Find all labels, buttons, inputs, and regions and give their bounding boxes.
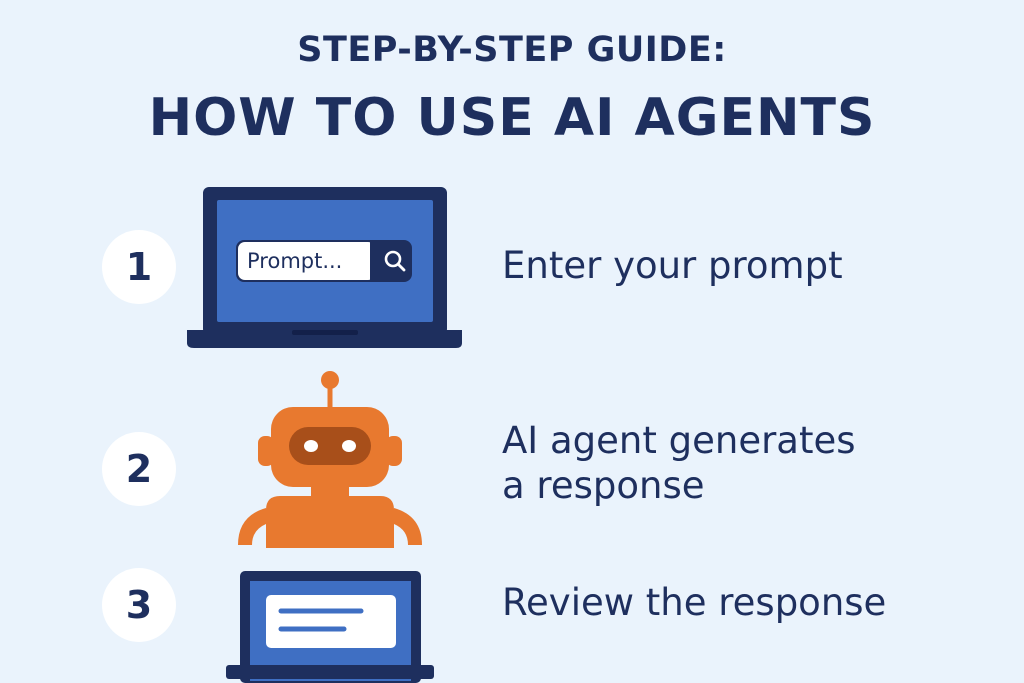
step-3-text: Review the response — [502, 581, 887, 624]
step-1-text: Enter your prompt — [502, 244, 843, 287]
step-1-number: 1 — [102, 230, 176, 304]
title-line-1: STEP-BY-STEP GUIDE: — [297, 30, 727, 70]
step-2-number: 2 — [102, 432, 176, 506]
step-2-text-line-2: a response — [502, 464, 705, 507]
step-2-text-line-1: AI agent generates — [502, 419, 856, 462]
prompt-placeholder: Prompt... — [247, 249, 343, 273]
step-3-number: 3 — [102, 568, 176, 642]
title-line-2: HOW TO USE AI AGENTS — [148, 88, 876, 148]
